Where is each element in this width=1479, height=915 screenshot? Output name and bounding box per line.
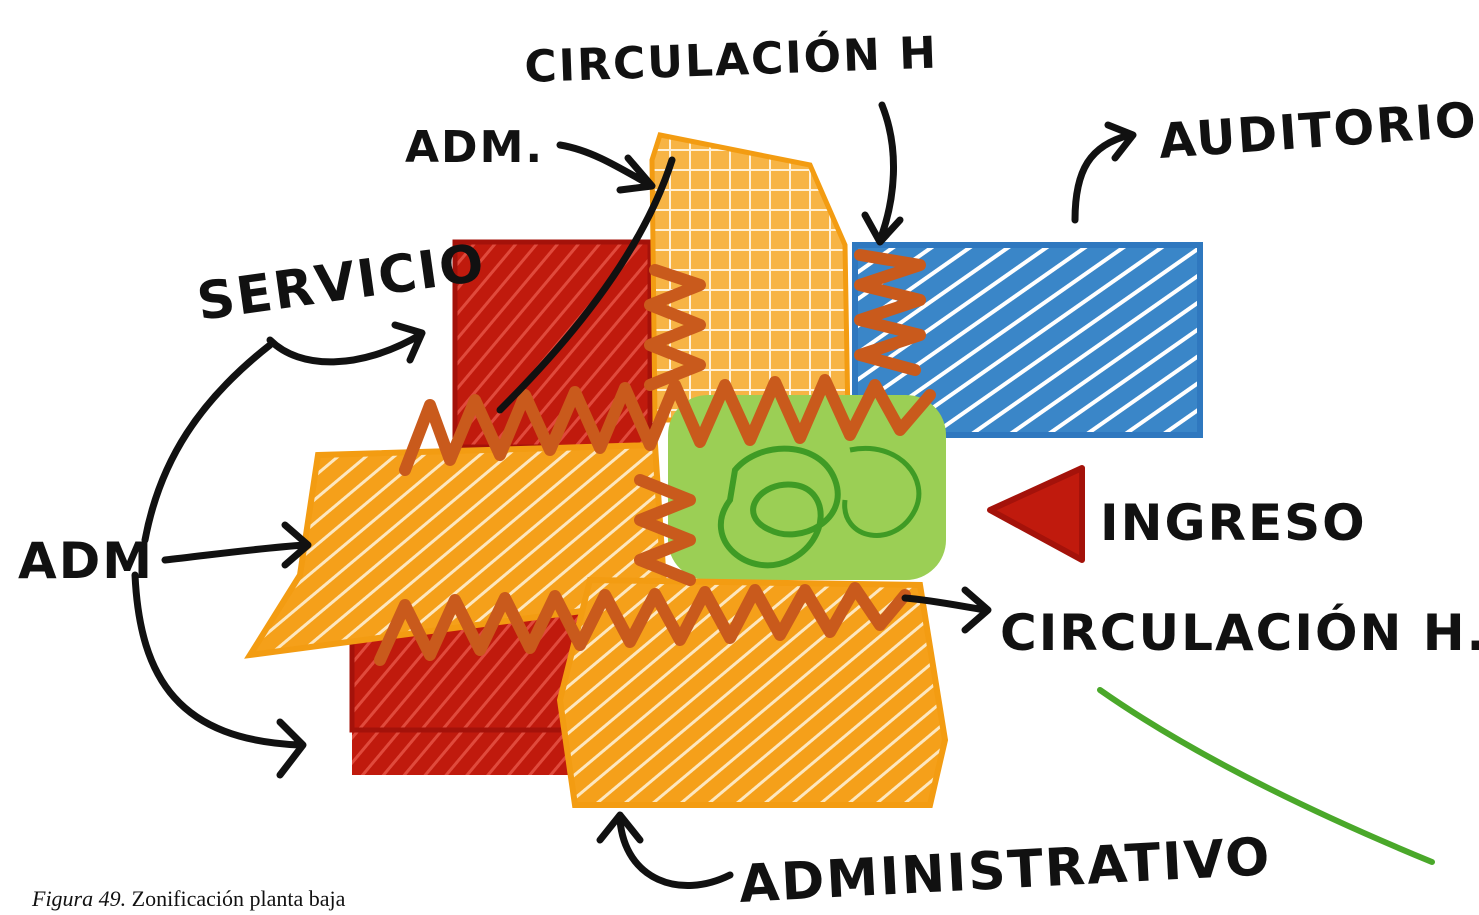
label-adm-top: ADM. [405,122,544,173]
circulation-scribble-vertical [644,264,706,391]
label-administrativo: ADMINISTRATIVO [738,827,1273,915]
arrow-servicio [266,321,426,366]
label-circulacion-top: CIRCULACIÓN H [524,26,939,93]
label-adm-left: ADM [18,532,154,590]
circulation-scribble-horizontal-bottom [374,582,911,666]
arrow-adm-left-to-adm [161,521,312,569]
arrow-auditorio [1071,121,1137,224]
administrativo-zone [556,576,949,808]
arrow-adm-left-to-bottom [131,571,307,779]
figure-caption-text: Zonificación planta baja [131,886,346,911]
ingreso-triangle-icon [987,465,1085,563]
green-core-zone [668,395,946,580]
arrow-administrativo [596,811,734,890]
green-line [1097,687,1435,865]
label-circulacion-right: CIRCULACIÓN H. [1000,603,1479,662]
servicio-zone-top [452,239,653,450]
arrow-adm-top [556,141,656,194]
ingreso-marker [987,465,1085,563]
arrow-circulacion-right [901,586,992,634]
label-auditorio: AUDITORIO [1157,92,1479,170]
annotation-arrows [131,101,1137,890]
label-servicio: SERVICIO [193,233,489,333]
circulacion-h-zone [374,249,936,666]
arrow-adm-left-to-servicio [141,341,274,544]
circulation-scribble-horizontal-top [399,374,936,476]
figure-number: Figura 49. [32,886,127,911]
adm-pointer-line [496,156,676,414]
circulation-scribble-center [634,474,696,586]
circulation-scribble-auditorio [854,249,926,376]
label-ingreso: INGRESO [1100,494,1367,552]
figure-caption: Figura 49. Zonificación planta baja [32,886,345,912]
arrow-circulacion-top [861,101,904,246]
